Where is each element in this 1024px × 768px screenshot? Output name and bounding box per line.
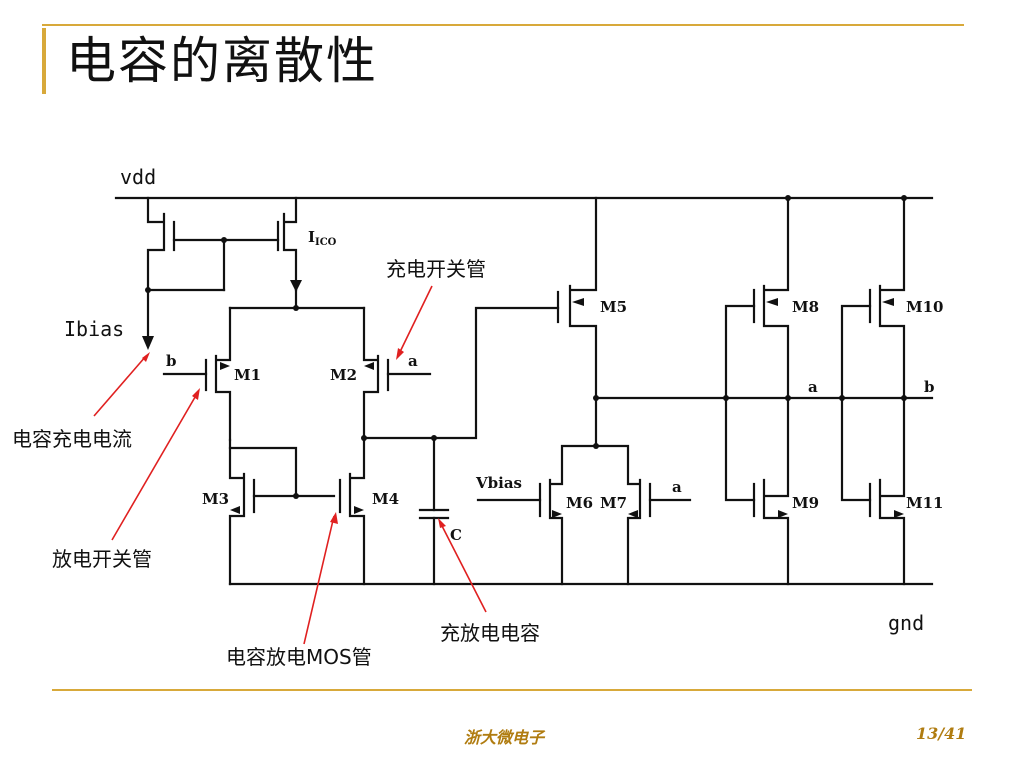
bias-current-mirror [142, 196, 302, 350]
vbias-label: Vbias [475, 474, 522, 492]
annotation-cap-discharge-mos: 电容放电MOS管 [226, 645, 372, 669]
annotation-charge-discharge-cap: 充放电电容 [440, 621, 540, 645]
gnd-label: gnd [888, 611, 924, 635]
annotation-arrows [93, 285, 487, 645]
cap-label: C [450, 526, 462, 544]
annotation-cap-charge-current: 电容充电电流 [12, 427, 132, 451]
footer-organization: 浙大微电子 [464, 728, 545, 747]
m6-label: M6 [566, 494, 593, 512]
annotation-charge-switch: 充电开关管 [386, 257, 486, 281]
m7-label: M7 [600, 494, 627, 512]
node-a-m7: a [672, 478, 682, 496]
inverter-m8-m9 [723, 195, 791, 586]
footer-rule [52, 689, 972, 691]
vdd-label: vdd [120, 165, 156, 189]
m11-label: M11 [906, 494, 943, 512]
m8-label: M8 [792, 298, 819, 316]
m3-label: M3 [202, 490, 229, 508]
discharge-mirror-m3-m4 [228, 306, 560, 586]
switch-pair-m1-m2 [162, 305, 432, 442]
m10-label: M10 [906, 298, 943, 316]
capacitor-c [418, 436, 450, 586]
title-top-rule [42, 24, 964, 26]
m2-label: M2 [330, 366, 357, 384]
inverter-m10-m11 [839, 195, 907, 586]
ibias-label: Ibias [64, 317, 124, 341]
m9-label: M9 [792, 494, 819, 512]
m5-label: M5 [600, 298, 627, 316]
ico-label: IICO [308, 228, 337, 248]
comparator-stage-m5-m7 [476, 196, 934, 586]
m1-label: M1 [234, 366, 261, 384]
node-b-left: b [166, 352, 177, 370]
slide-title: 电容的离散性 [66, 32, 378, 90]
node-a-mid: a [808, 378, 818, 396]
m4-label: M4 [372, 490, 399, 508]
title-accent-bar [42, 28, 46, 94]
annotation-discharge-switch: 放电开关管 [52, 547, 152, 571]
page-number: 13/41 [916, 724, 967, 743]
node-a-m2: a [408, 352, 418, 370]
node-b-right: b [924, 378, 935, 396]
